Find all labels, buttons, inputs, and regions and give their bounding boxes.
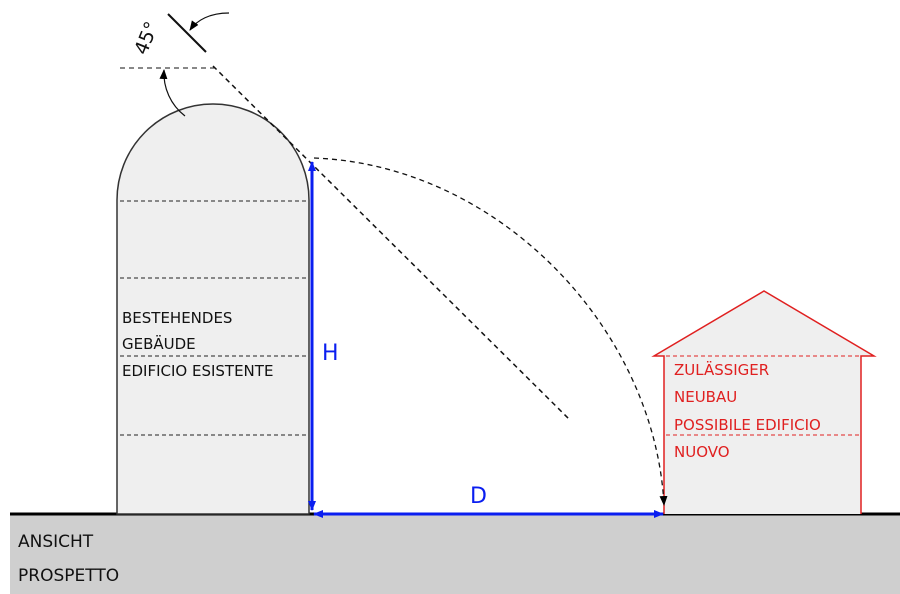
ground-area — [10, 514, 900, 594]
new-building-label-line3: POSSIBILE EDIFICIO — [674, 416, 821, 434]
existing-building — [116, 103, 310, 515]
angle-arrow-top — [189, 12, 230, 31]
radius-arc — [313, 157, 668, 506]
view-label-line1: ANSICHT — [18, 532, 94, 552]
new-building-label-line4: NUOVO — [674, 443, 730, 461]
existing-building-label-line3: EDIFICIO ESISTENTE — [122, 362, 273, 380]
new-building — [651, 290, 877, 514]
angle-tick — [167, 13, 207, 53]
height-label: H — [322, 341, 339, 366]
angle-arc — [159, 69, 186, 117]
new-building-label-line2: NEUBAU — [674, 388, 737, 406]
angle-45-line — [212, 65, 571, 421]
view-label-line2: PROSPETTO — [18, 566, 119, 586]
distance-label: D — [470, 484, 487, 509]
angle-label: 45° — [130, 18, 163, 57]
existing-building-label-line1: BESTEHENDES — [122, 309, 232, 327]
new-building-label-line1: ZULÄSSIGER — [674, 360, 769, 379]
existing-building-label-line2: GEBÄUDE — [122, 334, 196, 353]
